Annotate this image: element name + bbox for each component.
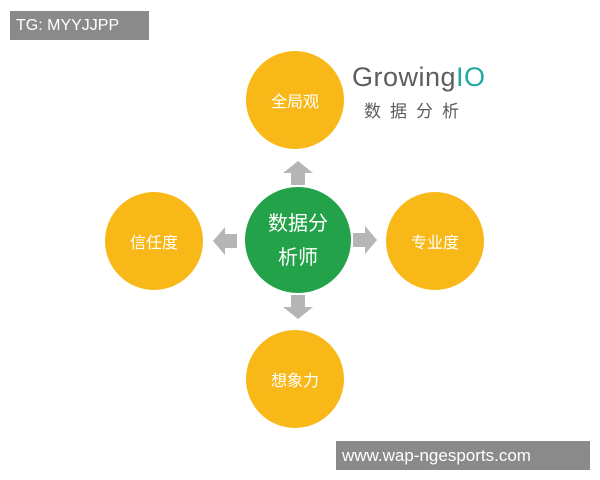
node-bottom-label: 想象力 bbox=[270, 371, 319, 390]
arrow-right-icon bbox=[353, 226, 377, 254]
logo-wordmark: GrowingIO bbox=[352, 62, 522, 92]
node-center-label: 数据分析师 bbox=[268, 211, 328, 269]
node-right-label: 专业度 bbox=[410, 233, 459, 252]
node-left: 信任度 bbox=[105, 192, 203, 290]
growingio-logo: GrowingIO 数据分析 bbox=[352, 62, 522, 122]
node-bottom: 想象力 bbox=[246, 330, 344, 428]
node-left-label: 信任度 bbox=[129, 233, 178, 252]
node-center: 数据分析师 bbox=[245, 187, 351, 293]
watermark-bottom-label: www.wap-ngesports.com bbox=[336, 441, 590, 470]
logo-brand-accent: IO bbox=[456, 62, 486, 92]
watermark-top-label: TG: MYYJJPP bbox=[10, 11, 149, 40]
arrow-left-icon bbox=[213, 227, 237, 255]
node-right: 专业度 bbox=[386, 192, 484, 290]
node-top: 全局观 bbox=[246, 51, 344, 149]
arrow-up-icon bbox=[283, 161, 313, 185]
logo-brand-main: Growing bbox=[352, 62, 457, 92]
logo-subtitle: 数据分析 bbox=[364, 102, 468, 122]
arrow-down-icon bbox=[283, 295, 313, 319]
node-top-label: 全局观 bbox=[270, 92, 319, 111]
